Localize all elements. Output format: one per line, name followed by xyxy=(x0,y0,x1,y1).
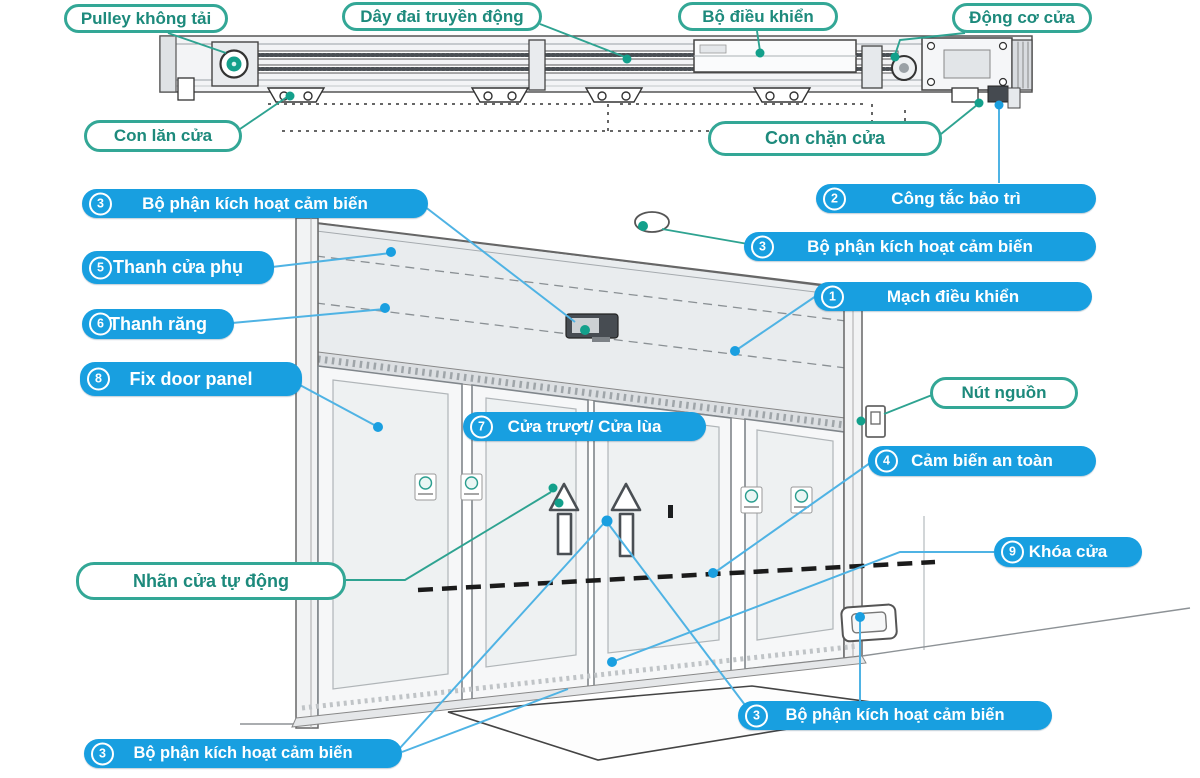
door-roller-carriages xyxy=(266,87,812,103)
label-power-button-text: Nút nguồn xyxy=(961,383,1047,402)
tensioner-bracket xyxy=(861,45,883,89)
touch-plate-arrows xyxy=(548,482,642,558)
label-rack-bar-number: 6 xyxy=(89,312,112,336)
label-sensor-activator-top-right: 3 Bộ phận kích hoạt cảm biến xyxy=(744,232,1096,261)
label-drive-belt: Dây đai truyền động xyxy=(342,2,542,31)
label-door-lock: 9 Khóa cửa xyxy=(994,537,1142,567)
label-idle-pulley-text: Pulley không tải xyxy=(80,8,212,28)
label-sliding-door-number: 7 xyxy=(470,415,493,438)
door-lock-latch xyxy=(668,505,673,518)
label-door-motor-text: Động cơ cửa xyxy=(969,8,1075,27)
door-stickers xyxy=(414,473,813,514)
label-safety-sensor-number: 4 xyxy=(875,449,898,473)
label-fix-door-panel-number: 8 xyxy=(87,367,110,391)
label-maintenance-switch-number: 2 xyxy=(823,187,846,210)
belt-bracket xyxy=(528,39,546,91)
left-frame-post xyxy=(295,217,319,729)
ceiling-sensor xyxy=(634,211,670,233)
label-controller: Bộ điều khiển xyxy=(678,2,838,31)
label-door-roller-text: Con lăn cửa xyxy=(113,126,213,145)
label-secondary-door-bar: 5 Thanh cửa phụ xyxy=(82,251,274,284)
door-motor xyxy=(921,37,1033,91)
label-auto-door-sticker-text: Nhãn cửa tự động xyxy=(132,570,290,591)
transom-sensor xyxy=(565,313,619,342)
label-maintenance-switch: 2 Công tắc bảo trì xyxy=(816,184,1096,213)
label-safety-sensor: 4 Cảm biến an toàn xyxy=(868,446,1096,476)
label-door-roller: Con lăn cửa xyxy=(84,120,242,152)
label-sliding-door: 7 Cửa trượt/ Cửa lùa xyxy=(463,412,706,441)
motor-pulley xyxy=(891,55,917,81)
label-safety-sensor-text: Cảm biến an toàn xyxy=(911,451,1053,470)
key-switch-device xyxy=(840,603,898,643)
label-fix-door-panel-text: Fix door panel xyxy=(129,368,253,389)
label-sensor-activator-number: 3 xyxy=(91,742,114,765)
label-control-circuit: 1 Mạch điều khiển xyxy=(814,282,1092,311)
label-sensor-activator-bottom-right: 3 Bộ phận kích hoạt cảm biến xyxy=(738,701,1052,730)
label-power-button: Nút nguồn xyxy=(930,377,1078,409)
label-secondary-door-bar-number: 5 xyxy=(89,256,112,279)
fix-door-panel-left xyxy=(317,365,463,719)
label-sliding-door-text: Cửa trượt/ Cửa lùa xyxy=(507,416,662,436)
label-sensor-activator-text: Bộ phận kích hoạt cảm biến xyxy=(133,744,353,762)
label-sensor-activator-bottom-left: 3 Bộ phận kích hoạt cảm biến xyxy=(84,739,402,768)
label-drive-belt-text: Dây đai truyền động xyxy=(360,6,524,26)
label-control-circuit-number: 1 xyxy=(821,285,844,308)
label-sensor-activator-number: 3 xyxy=(89,192,112,215)
leader-lines-blue xyxy=(231,107,1000,753)
end-bracket xyxy=(1007,87,1021,109)
leader-dots xyxy=(285,48,1004,667)
label-door-lock-number: 9 xyxy=(1001,540,1024,564)
controller-box xyxy=(693,39,857,73)
label-rack-bar-text: Thanh răng xyxy=(109,313,207,334)
label-door-stopper-text: Con chặn cửa xyxy=(764,128,886,148)
label-secondary-door-bar-text: Thanh cửa phụ xyxy=(112,257,244,277)
label-auto-door-sticker: Nhãn cửa tự động xyxy=(76,562,346,600)
door-stopper-part xyxy=(951,87,979,103)
label-controller-text: Bộ điều khiển xyxy=(702,6,814,26)
safety-beam-line xyxy=(417,559,936,593)
label-maintenance-switch-text: Công tắc bảo trì xyxy=(891,188,1021,208)
label-sensor-activator-text: Bộ phận kích hoạt cảm biến xyxy=(142,193,368,213)
label-control-circuit-text: Mạch điều khiển xyxy=(886,286,1020,306)
idle-pulley xyxy=(211,41,259,87)
leader-lines-teal xyxy=(167,23,978,581)
label-sensor-activator-number: 3 xyxy=(751,235,774,258)
label-sensor-activator-top-left: 3 Bộ phận kích hoạt cảm biến xyxy=(82,189,428,218)
label-fix-door-panel: 8 Fix door panel xyxy=(80,362,302,396)
label-idle-pulley: Pulley không tải xyxy=(64,4,228,33)
wall-floor-line xyxy=(861,607,1191,657)
label-sensor-activator-text: Bộ phận kích hoạt cảm biến xyxy=(785,706,1005,724)
fix-door-panel-right xyxy=(744,418,845,670)
label-sensor-activator-text: Bộ phận kích hoạt cảm biến xyxy=(807,236,1033,256)
label-door-motor: Động cơ cửa xyxy=(952,3,1092,33)
label-door-lock-text: Khóa cửa xyxy=(1028,542,1108,561)
power-button-device xyxy=(865,405,886,438)
left-end-bracket xyxy=(177,77,195,101)
label-rack-bar: 6 Thanh răng xyxy=(82,309,234,339)
maintenance-switch-part xyxy=(987,85,1009,103)
label-sensor-activator-number: 3 xyxy=(745,704,768,727)
label-door-stopper: Con chặn cửa xyxy=(708,121,942,156)
